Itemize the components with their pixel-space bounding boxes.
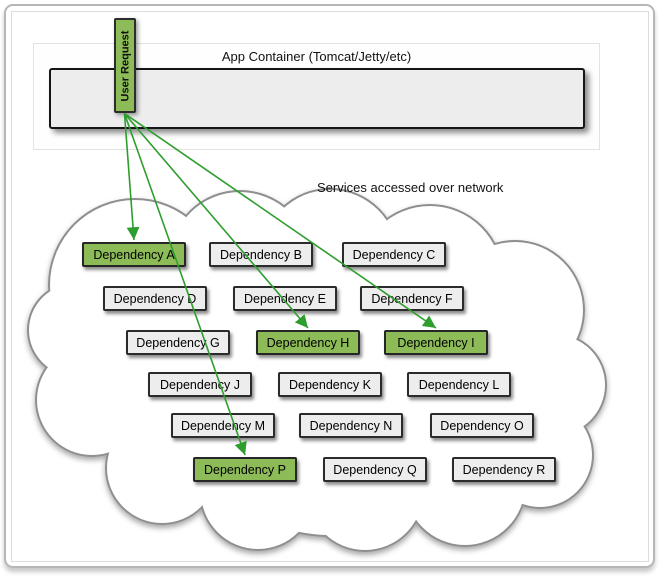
- dependency-p-box: Dependency P: [193, 457, 297, 482]
- inner-frame: [11, 11, 649, 562]
- dependency-label: Dependency C: [352, 247, 436, 262]
- dependency-label: Dependency R: [462, 462, 546, 477]
- dependency-j-box: Dependency J: [148, 372, 252, 397]
- user-request-box: User Request: [114, 18, 136, 113]
- dependency-m-box: Dependency M: [171, 413, 275, 438]
- dependency-c-box: Dependency C: [342, 242, 446, 267]
- dependency-q-box: Dependency Q: [323, 457, 427, 482]
- dependency-n-box: Dependency N: [299, 413, 403, 438]
- app-container-title: App Container (Tomcat/Jetty/etc): [221, 49, 412, 64]
- dependency-label: Dependency I: [397, 335, 475, 350]
- dependency-d-box: Dependency D: [103, 286, 207, 311]
- outer-frame: [4, 4, 655, 568]
- dependency-o-box: Dependency O: [430, 413, 534, 438]
- dependency-label: Dependency K: [288, 377, 371, 392]
- dependency-label: Dependency F: [371, 291, 453, 306]
- dependency-f-box: Dependency F: [360, 286, 464, 311]
- dependency-label: Dependency Q: [333, 462, 417, 477]
- dependency-r-box: Dependency R: [452, 457, 556, 482]
- dependency-label: Dependency N: [309, 418, 393, 433]
- user-request-label: User Request: [119, 30, 132, 101]
- dependency-label: Dependency H: [266, 335, 350, 350]
- dependency-label: Dependency M: [180, 418, 266, 433]
- dependency-b-box: Dependency B: [209, 242, 313, 267]
- dependency-label: Dependency D: [113, 291, 197, 306]
- dependency-label: Dependency E: [243, 291, 326, 306]
- dependency-a-box: Dependency A: [82, 242, 186, 267]
- dependency-e-box: Dependency E: [233, 286, 337, 311]
- dependency-g-box: Dependency G: [126, 330, 230, 355]
- dependency-k-box: Dependency K: [278, 372, 382, 397]
- dependency-label: Dependency G: [136, 335, 220, 350]
- dependency-label: Dependency B: [219, 247, 302, 262]
- dependency-h-box: Dependency H: [256, 330, 360, 355]
- dependency-label: Dependency A: [93, 247, 175, 262]
- dependency-label: Dependency L: [418, 377, 500, 392]
- dependency-label: Dependency O: [440, 418, 524, 433]
- dependency-label: Dependency P: [203, 462, 286, 477]
- dependency-i-box: Dependency I: [384, 330, 488, 355]
- dependency-l-box: Dependency L: [407, 372, 511, 397]
- dependency-label: Dependency J: [160, 377, 240, 392]
